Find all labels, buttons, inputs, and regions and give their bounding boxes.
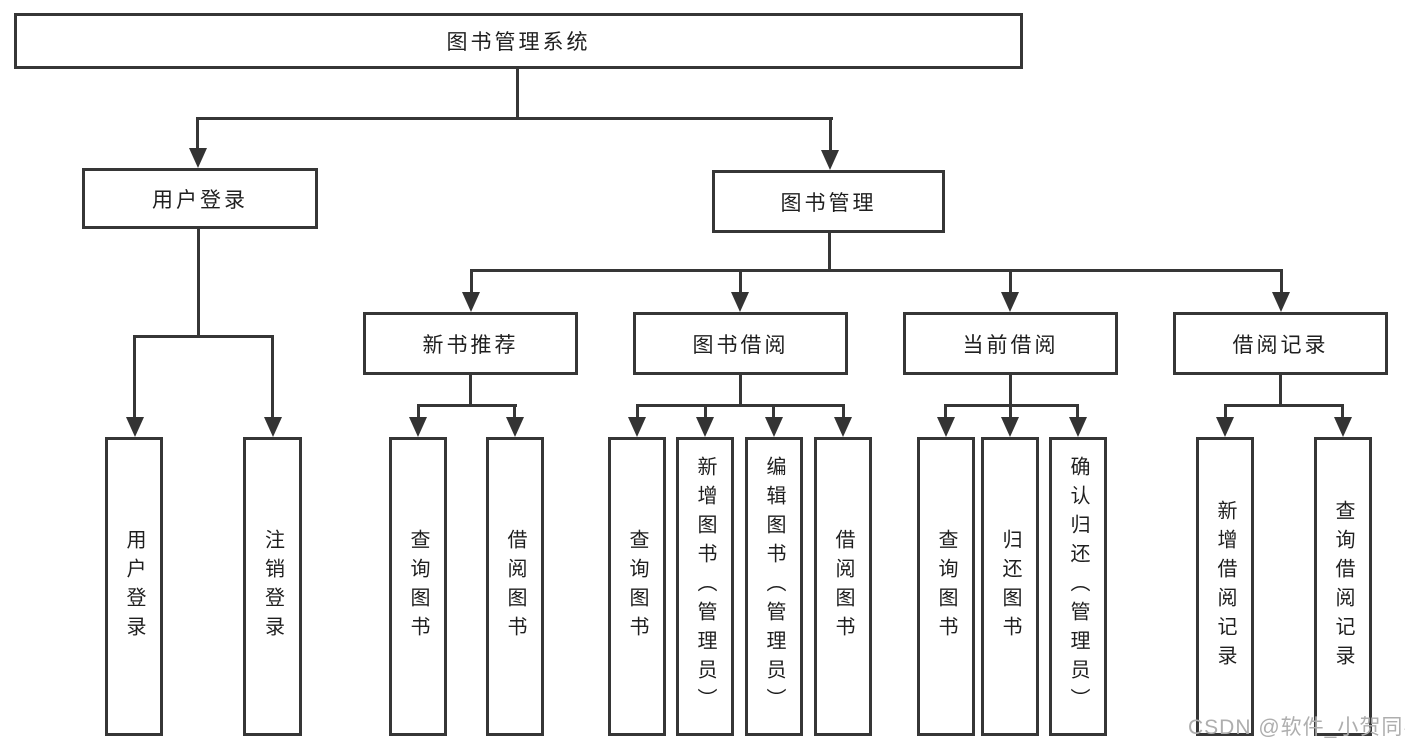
connector-line <box>739 375 742 406</box>
arrowhead <box>1272 292 1290 312</box>
arrowhead <box>628 417 646 437</box>
arrowhead <box>462 292 480 312</box>
leaf-query-books-3: 查询图书 <box>917 437 975 736</box>
connector-line <box>944 406 947 419</box>
connector-line <box>470 271 473 294</box>
connector-line <box>196 119 199 150</box>
node-book-borrow-label: 图书借阅 <box>692 333 789 357</box>
leaf-query-books-2-label: 查询图书 <box>626 528 648 645</box>
leaf-query-books-2: 查询图书 <box>608 437 666 736</box>
node-root: 图书管理系统 <box>14 13 1023 69</box>
leaf-add-books-admin: 新增图书（管理员） <box>676 437 734 736</box>
connector-line <box>196 117 833 120</box>
node-borrow-records-label: 借阅记录 <box>1232 333 1329 357</box>
leaf-confirm-return-admin: 确认归还（管理员） <box>1049 437 1107 736</box>
arrowhead <box>834 417 852 437</box>
connector-line <box>513 406 516 419</box>
connector-line <box>944 404 1079 407</box>
connector-line <box>704 406 707 419</box>
arrowhead <box>937 417 955 437</box>
connector-line <box>133 337 136 419</box>
arrowhead <box>765 417 783 437</box>
connector-line <box>470 269 1283 272</box>
node-user-login-label: 用户登录 <box>152 188 248 212</box>
arrowhead <box>731 292 749 312</box>
leaf-borrow-books-1: 借阅图书 <box>486 437 544 736</box>
leaf-borrow-books-2: 借阅图书 <box>814 437 872 736</box>
node-current-borrow-label: 当前借阅 <box>962 333 1059 357</box>
connector-line <box>1280 271 1283 294</box>
connector-line <box>1009 406 1012 419</box>
arrowhead <box>821 150 839 170</box>
connector-line <box>842 406 845 419</box>
connector-line <box>1224 404 1344 407</box>
leaf-add-books-admin-label: 新增图书（管理员） <box>694 456 716 717</box>
node-current-borrow: 当前借阅 <box>903 312 1118 375</box>
connector-line <box>829 119 832 152</box>
arrowhead <box>1069 417 1087 437</box>
watermark: CSDN @软件_小贺同学 <box>1188 716 1405 739</box>
node-book-mgmt-label: 图书管理 <box>780 191 877 215</box>
arrowhead <box>1001 417 1019 437</box>
leaf-query-books-3-label: 查询图书 <box>935 528 957 645</box>
leaf-query-borrow-record: 查询借阅记录 <box>1314 437 1372 736</box>
connector-line <box>1009 271 1012 294</box>
arrowhead <box>1001 292 1019 312</box>
leaf-edit-books-admin: 编辑图书（管理员） <box>745 437 803 736</box>
leaf-return-books-label: 归还图书 <box>999 528 1021 645</box>
leaf-add-borrow-record: 新增借阅记录 <box>1196 437 1254 736</box>
connector-line <box>417 404 517 407</box>
leaf-add-borrow-record-label: 新增借阅记录 <box>1214 499 1236 674</box>
connector-line <box>828 233 831 271</box>
connector-line <box>1279 375 1282 406</box>
node-book-borrow: 图书借阅 <box>633 312 848 375</box>
connector-line <box>271 337 274 419</box>
leaf-edit-books-admin-label: 编辑图书（管理员） <box>763 456 785 717</box>
connector-line <box>636 406 639 419</box>
node-new-book-rec-label: 新书推荐 <box>422 333 519 357</box>
connector-line <box>636 404 845 407</box>
connector-line <box>417 406 420 419</box>
connector-line <box>1224 406 1227 419</box>
leaf-return-books: 归还图书 <box>981 437 1039 736</box>
node-new-book-rec: 新书推荐 <box>363 312 578 375</box>
arrowhead <box>189 148 207 168</box>
connector-line <box>772 406 775 419</box>
connector-line <box>1009 375 1012 406</box>
leaf-user-login-label: 用户登录 <box>123 528 145 645</box>
arrowhead <box>696 417 714 437</box>
connector-line <box>133 335 274 338</box>
connector-line <box>739 271 742 294</box>
node-root-label: 图书管理系统 <box>446 31 591 54</box>
node-book-mgmt: 图书管理 <box>712 170 945 233</box>
leaf-borrow-books-1-label: 借阅图书 <box>504 528 526 645</box>
leaf-query-books-1: 查询图书 <box>389 437 447 736</box>
connector-line <box>516 69 519 118</box>
arrowhead <box>126 417 144 437</box>
arrowhead <box>1334 417 1352 437</box>
connector-line <box>1341 406 1344 419</box>
leaf-logout-label: 注销登录 <box>261 528 284 645</box>
connector-line <box>197 229 200 336</box>
arrowhead <box>1216 417 1234 437</box>
arrowhead <box>264 417 282 437</box>
leaf-query-borrow-record-label: 查询借阅记录 <box>1332 499 1354 674</box>
arrowhead <box>506 417 524 437</box>
leaf-borrow-books-2-label: 借阅图书 <box>832 528 854 645</box>
node-user-login: 用户登录 <box>82 168 318 229</box>
connector-line <box>469 375 472 406</box>
arrowhead <box>409 417 427 437</box>
leaf-query-books-1-label: 查询图书 <box>407 528 429 645</box>
connector-line <box>1076 406 1079 419</box>
leaf-user-login: 用户登录 <box>105 437 163 736</box>
leaf-confirm-return-admin-label: 确认归还（管理员） <box>1067 456 1089 717</box>
leaf-logout: 注销登录 <box>243 437 302 736</box>
node-borrow-records: 借阅记录 <box>1173 312 1388 375</box>
